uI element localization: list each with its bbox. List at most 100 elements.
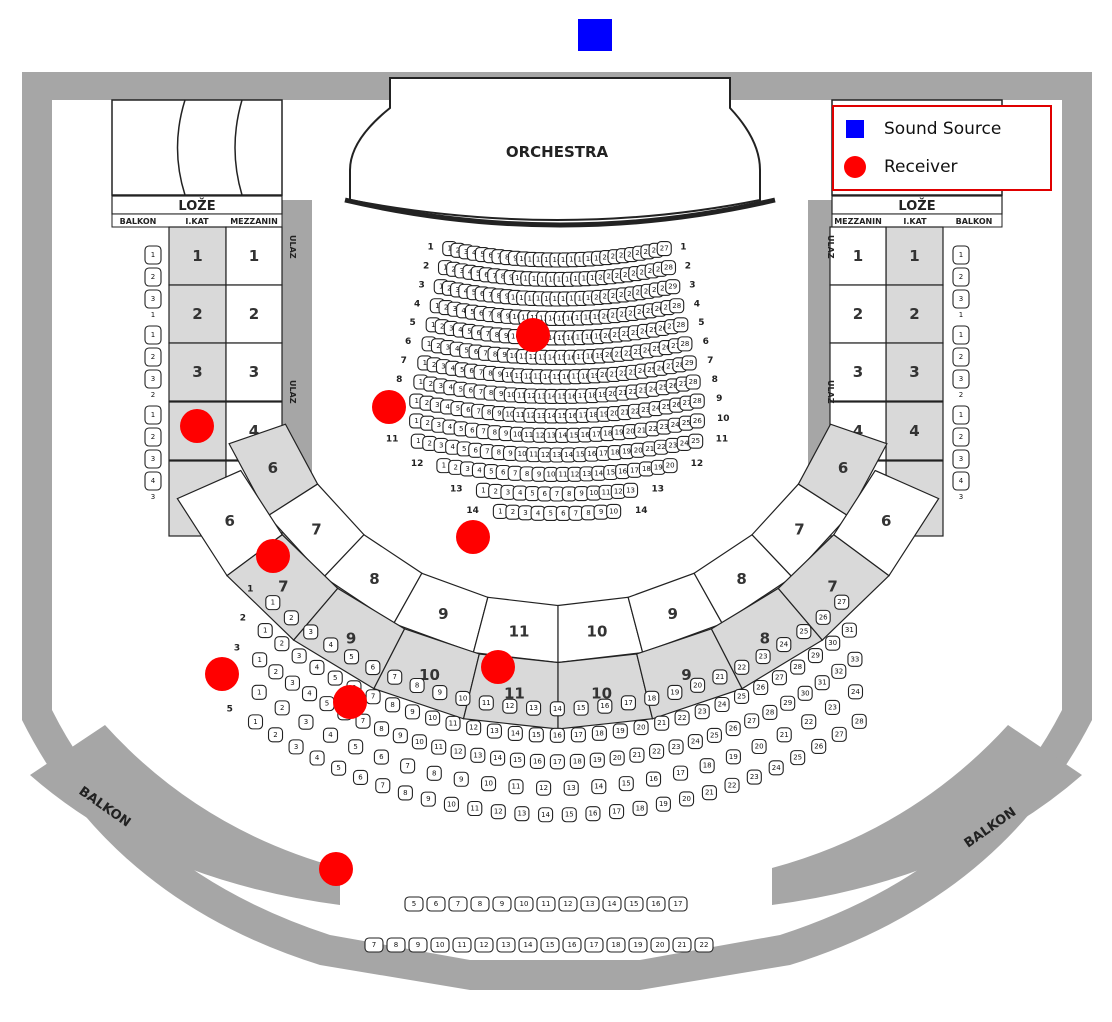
- right-header-kat: I.KAT: [903, 217, 927, 226]
- stalls-seat-number: 15: [557, 314, 566, 322]
- balcony-seat: [323, 637, 339, 653]
- balcony-seat-number: 19: [729, 753, 738, 761]
- stalls-seat-number: 5: [459, 425, 463, 433]
- balcony-seat: [597, 698, 613, 714]
- stalls-seat-number: 17: [569, 295, 578, 303]
- stalls-row-label: 4: [694, 299, 700, 309]
- balcony-seat-number: 15: [577, 704, 586, 712]
- left-mezzanin-box-number: 4: [249, 422, 259, 440]
- stalls-seat-number: 10: [505, 371, 514, 379]
- balcony-seat-number: 29: [783, 699, 792, 707]
- stalls-seat-number: 28: [675, 361, 684, 369]
- stalls-row-label: 2: [685, 261, 691, 271]
- stalls-seat-number: 12: [524, 372, 533, 380]
- curve-box-number: 7: [827, 577, 837, 595]
- balcony-seat: [431, 739, 447, 755]
- stalls-seat-number: 10: [512, 313, 521, 321]
- stalls-seat-number: 5: [548, 509, 552, 517]
- balcony-center-row4-seat: [448, 896, 468, 912]
- balcony-seat-number: 11: [449, 719, 458, 727]
- stalls-seat-number: 4: [461, 307, 466, 315]
- ulaz-right-top: ULAZ: [826, 235, 835, 259]
- stalls-seat-number: 21: [612, 331, 621, 339]
- balcony-seat: [724, 777, 740, 793]
- stalls-seat-number: 3: [455, 286, 459, 294]
- balcony-seat-number: 25: [799, 628, 808, 636]
- left-balkon-seat-number: 2: [151, 273, 155, 281]
- balcony-seat: [274, 700, 290, 716]
- balcony-center-row4-seat-number: 11: [542, 900, 551, 908]
- stalls-seat-number: 21: [614, 350, 623, 358]
- stalls-row-label: 3: [689, 280, 695, 290]
- stalls-seat-number: 6: [488, 252, 493, 260]
- balcony-seat-number: 16: [553, 731, 562, 739]
- right-balkon-seat-number: 1: [959, 251, 963, 259]
- stalls-seat-number: 14: [548, 353, 557, 361]
- balcony-seat: [247, 714, 264, 730]
- stalls-seat-number: 6: [469, 387, 474, 395]
- curve-box-number: 7: [311, 520, 321, 538]
- stalls-seat-number: 6: [542, 490, 547, 498]
- stalls-seat-number: 13: [538, 353, 547, 361]
- stalls-seat-number: 23: [623, 271, 632, 279]
- left-mezzanin-box: [225, 342, 283, 402]
- stalls-seat-number: 21: [618, 389, 627, 397]
- legend: Sound Source Receiver: [832, 105, 1052, 191]
- left-balkon-seat-number: 2: [151, 433, 155, 441]
- balcony-row-label: 2: [240, 614, 246, 624]
- left-balkon-seat: [144, 427, 162, 447]
- balcony-seat: [288, 739, 304, 755]
- balcony-seat: [267, 727, 284, 743]
- stalls-seat-number: 19: [590, 274, 599, 282]
- stalls-seat-number: 7: [555, 490, 559, 498]
- stalls-seat-number: 10: [513, 430, 522, 438]
- right-balkon-seat: [952, 449, 970, 469]
- stalls-seat-number: 17: [577, 255, 586, 263]
- balcony-seat-number: 18: [595, 729, 604, 737]
- right-balkon-seat-number: 3: [959, 455, 963, 463]
- balcony-seat: [426, 765, 442, 781]
- balcony-seat-number: 3: [308, 628, 312, 636]
- stalls-seat-number: 13: [537, 392, 546, 400]
- balcony-seat-number: 17: [553, 758, 562, 766]
- stalls-seat-number: 22: [624, 349, 633, 357]
- left-balkon-seat: [144, 325, 162, 345]
- right-balkon-group-label: 2: [959, 391, 963, 399]
- balcony-seat: [609, 750, 625, 766]
- balcony-seat: [570, 727, 586, 743]
- stalls-seat-number: 13: [626, 486, 635, 494]
- balcony-seat: [847, 684, 864, 700]
- stalls-seat-number: 25: [640, 268, 649, 276]
- stalls-seat-number: 9: [504, 430, 508, 438]
- stalls-seat-number: 20: [608, 390, 617, 398]
- balcony-seat: [644, 690, 660, 706]
- balcony-seat: [609, 803, 625, 820]
- balcony-seat: [755, 648, 771, 665]
- right-mezzanin-box-number: 1: [853, 247, 863, 265]
- stalls-seat-number: 20: [602, 312, 611, 320]
- balcony-center-row5-seat: [584, 937, 604, 953]
- balcony-seat: [400, 758, 416, 774]
- balcony-seat-number: 23: [750, 773, 759, 781]
- balcony-seat-number: 7: [381, 782, 385, 790]
- left-balkon-seat: [144, 289, 162, 309]
- stalls-seat-number: 1: [419, 378, 423, 386]
- balcony-seat: [466, 720, 482, 736]
- balcony-seat: [815, 609, 831, 625]
- stalls-seat-number: 6: [469, 367, 474, 375]
- balcony-center-row5-seat-number: 10: [436, 941, 445, 949]
- balcony-seat: [645, 771, 662, 787]
- right-kat-box-number: 1: [909, 247, 919, 265]
- stalls-seat-number: 24: [635, 249, 644, 257]
- balcony-seat-number: 8: [432, 769, 436, 777]
- balcony-seat: [699, 758, 715, 774]
- stalls-seat-number: 26: [662, 344, 671, 352]
- balcony-seat: [668, 739, 684, 755]
- balcony-seat-number: 10: [447, 800, 456, 808]
- left-balkon-seat-number: 1: [151, 331, 155, 339]
- stalls-seat-number: 8: [586, 509, 590, 517]
- balcony-seat: [744, 713, 760, 729]
- stalls-seat-number: 9: [506, 312, 510, 320]
- right-header-balkon: BALKON: [956, 217, 993, 226]
- stalls-seat-number: 17: [576, 334, 585, 342]
